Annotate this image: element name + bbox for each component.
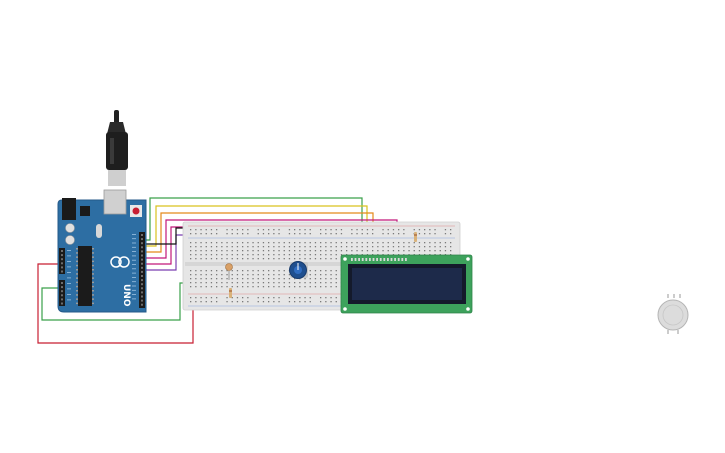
crystal (96, 224, 102, 238)
photoresistor[interactable] (225, 263, 233, 281)
lcd-mount-hole-bl (343, 307, 347, 311)
resistor-2-body (414, 232, 417, 242)
resistor-1-body (229, 288, 232, 298)
pir-sensor[interactable] (657, 294, 689, 334)
capacitor-1 (65, 223, 75, 233)
pir-sensor-dome (657, 299, 689, 331)
lcd-pin-header (351, 258, 407, 261)
power-jack (62, 198, 76, 220)
usb-cable-wire (114, 110, 119, 124)
lcd-16x2[interactable] (340, 254, 473, 314)
usb-connector-metal (108, 170, 126, 186)
usb-cable-plug (106, 132, 128, 170)
power-header (59, 248, 65, 274)
arduino-logo (110, 256, 130, 268)
header-pins (61, 234, 143, 306)
wire-green-top[interactable] (146, 197, 363, 246)
potentiometer[interactable] (289, 261, 309, 279)
pir-sensor-dome-inner (662, 304, 684, 326)
photoresistor-body (225, 263, 233, 271)
atmega-chip-pins (76, 248, 94, 305)
atmega-chip (78, 246, 92, 306)
board-silkscreen (67, 234, 136, 301)
lcd-mount-hole-br (466, 307, 470, 311)
usb-cable-plug-highlight (110, 138, 114, 164)
breadboard-channel (185, 262, 458, 266)
voltage-regulator (80, 206, 90, 216)
analog-header (59, 280, 65, 306)
lcd-screen (352, 268, 462, 300)
arduino-uno[interactable]: UNO (57, 110, 147, 313)
resistor-2[interactable] (414, 232, 417, 242)
wire-red-power[interactable] (37, 263, 194, 344)
usb-cable-strain-relief (107, 122, 126, 134)
reset-button[interactable] (132, 207, 140, 215)
lcd-mount-hole-tr (466, 257, 470, 261)
wire-yellow[interactable] (146, 205, 368, 247)
board-label: UNO (121, 284, 131, 307)
resistor-1[interactable] (229, 288, 232, 298)
digital-header (139, 232, 145, 308)
capacitor-2 (65, 235, 75, 245)
usb-port (103, 189, 127, 215)
lcd-mount-hole-tl (343, 257, 347, 261)
